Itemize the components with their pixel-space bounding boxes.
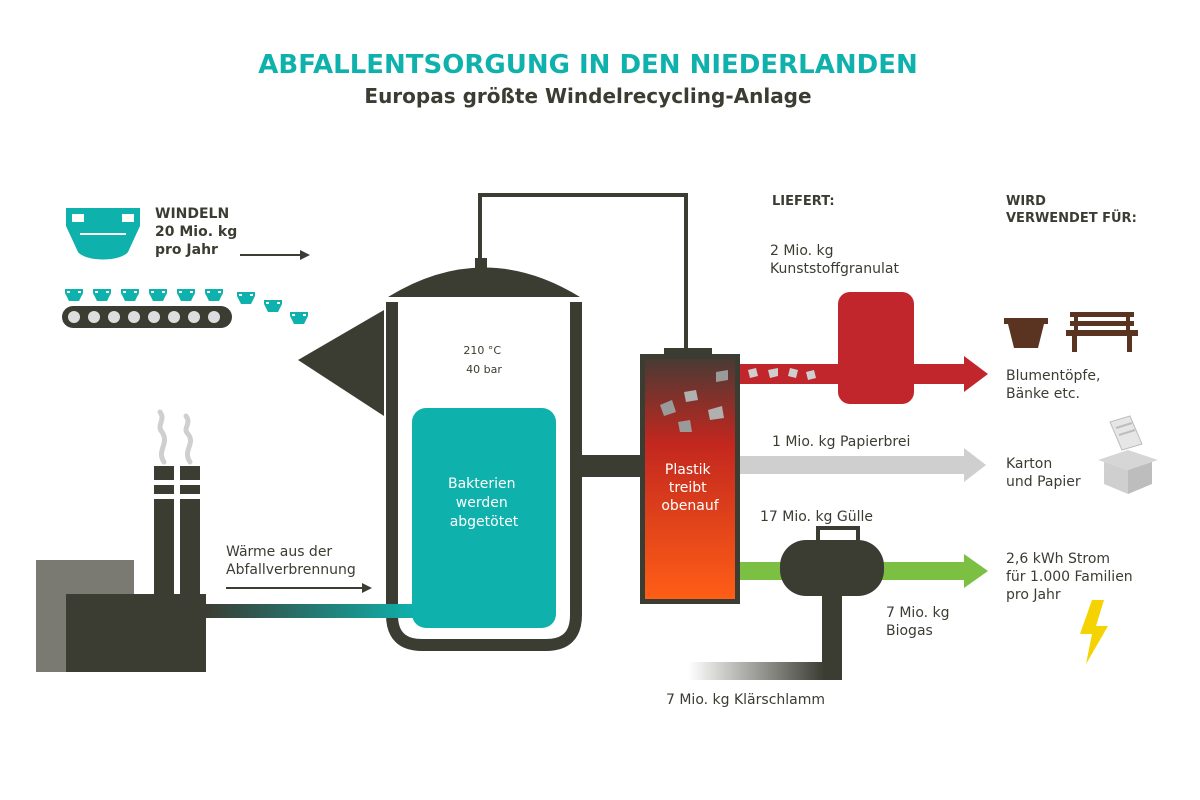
reactor-label: Bakterien werden abgetötet [448, 476, 520, 530]
manure-label: 17 Mio. kg Gülle [760, 509, 873, 525]
plastic-label: 2 Mio. kg Kunststoffgranulat [770, 243, 899, 277]
plastic-use-label: Blumentöpfe, Bänke etc. [1006, 368, 1105, 402]
paper-label: 1 Mio. kg Papierbrei [772, 434, 910, 450]
biogas-label: 7 Mio. kg Biogas [886, 605, 954, 639]
input-arrow [240, 250, 310, 260]
liefert-header: LIEFERT: [772, 194, 835, 209]
bench-icon [1066, 312, 1138, 352]
heat-arrow [226, 583, 372, 593]
box-icon [1098, 415, 1158, 494]
separator-label: Plastik treibt obenauf [661, 462, 719, 514]
input-funnel [298, 310, 384, 416]
page-subtitle: Europas größte Windelrecycling-Anlage [364, 84, 811, 108]
input-label: WINDELN 20 Mio. kg pro Jahr [155, 206, 242, 258]
paper-use-label: Karton und Papier [1006, 456, 1081, 490]
heat-label: Wärme aus der Abfallverbrennung [226, 544, 356, 578]
connecting-pipe [580, 455, 642, 477]
verwendet-header: WIRD VERWENDET FÜR: [1006, 194, 1137, 226]
reactor-vessel [386, 258, 582, 651]
top-pipe [478, 193, 688, 350]
lightning-icon [1080, 600, 1108, 664]
diaper-icon [66, 208, 140, 260]
paper-output-arrow [740, 448, 986, 482]
sludge-pipe [688, 662, 824, 680]
plastic-output-arrow [740, 292, 988, 404]
conveyor-belt [62, 289, 308, 328]
flower-pot-icon [1004, 318, 1048, 348]
sludge-label: 7 Mio. kg Klärschlamm [666, 692, 825, 708]
digester-tank [780, 526, 884, 680]
reactor-conditions: 210 °C 40 bar [463, 344, 504, 376]
heat-pipe [206, 604, 416, 618]
page-title: ABFALLENTSORGUNG IN DEN NIEDERLANDEN [258, 50, 917, 80]
separator-tank [640, 348, 740, 604]
factory-icon [36, 409, 206, 672]
power-use-label: 2,6 kWh Strom für 1.000 Familien pro Jah… [1006, 551, 1137, 603]
